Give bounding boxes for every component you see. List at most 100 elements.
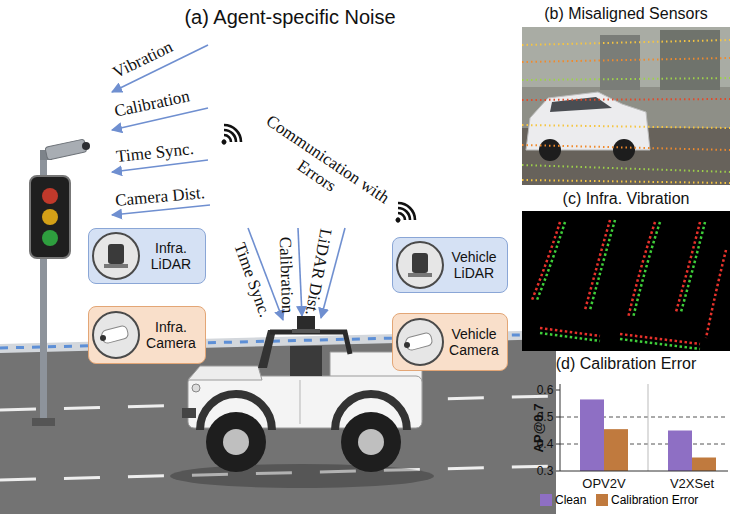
lidar-mount xyxy=(292,329,320,333)
yellow-light xyxy=(42,209,58,225)
headlight xyxy=(192,384,200,392)
bumper xyxy=(182,408,196,418)
wheel xyxy=(206,412,266,472)
point-row xyxy=(522,145,730,150)
car-wheel xyxy=(539,139,561,161)
bar xyxy=(580,399,604,471)
point-row xyxy=(522,58,730,62)
category-label: OPV2V xyxy=(582,476,625,491)
building xyxy=(660,30,720,90)
wifi-dot xyxy=(394,216,401,223)
red-streak xyxy=(620,334,700,344)
vehicle-hood xyxy=(188,366,262,380)
x-axis xyxy=(560,471,728,472)
noise-label: Calibration xyxy=(275,236,298,313)
red-streak xyxy=(706,250,726,338)
vehicle-shadow xyxy=(170,464,434,488)
vehicle-lidar xyxy=(297,316,315,330)
noise-arrow xyxy=(298,228,302,316)
projected-points xyxy=(522,40,730,183)
bar xyxy=(604,429,628,471)
infra-camera xyxy=(45,139,87,160)
legend-swatch xyxy=(540,494,552,506)
tick-label: 0.4 xyxy=(537,437,554,451)
category-label: V2XSet xyxy=(670,476,714,491)
wifi-arc xyxy=(398,199,419,220)
red-streak xyxy=(585,220,610,310)
wifi-symbol xyxy=(388,199,419,230)
red-light xyxy=(42,188,58,204)
sensor-box: Vehicle Camera xyxy=(392,313,508,371)
panel-heading: (d) Calibration Error xyxy=(522,353,730,375)
point-cloud-image xyxy=(522,211,730,351)
wifi-arc xyxy=(224,134,232,142)
image-panel: (c) Infra. Vibration xyxy=(522,188,730,352)
sensor-label: Vehicle Camera xyxy=(445,326,503,358)
door-line xyxy=(300,380,301,424)
group-divider xyxy=(648,384,649,471)
wifi-symbol xyxy=(214,121,245,152)
y-axis xyxy=(560,384,561,471)
panel-heading: (c) Infra. Vibration xyxy=(522,188,730,210)
red-streak xyxy=(540,328,600,336)
windshield-frame xyxy=(258,330,276,368)
sensor-box: Infra. Camera xyxy=(88,306,206,364)
tick xyxy=(556,444,560,445)
tick-label: 0.5 xyxy=(537,410,554,424)
sensor-label: Vehicle LiDAR xyxy=(445,249,503,281)
green-streak xyxy=(633,222,660,318)
vehicle-seat xyxy=(290,346,322,376)
noise-label: Calibration xyxy=(113,86,192,121)
wifi-arc xyxy=(224,121,245,142)
wheel-hub xyxy=(223,429,249,455)
red-streak xyxy=(676,222,700,312)
point-row xyxy=(522,78,730,80)
communication-label: Communication with Errors xyxy=(249,109,396,226)
red-streak xyxy=(628,222,655,318)
panel-heading: (b) Misaligned Sensors xyxy=(522,3,730,25)
wheel-hub xyxy=(358,429,384,455)
pole-base xyxy=(32,418,55,426)
building xyxy=(600,35,640,90)
sensor-box: Vehicle LiDAR xyxy=(392,237,508,293)
legend-item: Clean xyxy=(540,493,586,507)
tick xyxy=(556,390,560,391)
sensor-label: Infra. LiDAR xyxy=(141,240,201,272)
green-streak xyxy=(540,333,600,341)
legend-text: Clean xyxy=(555,493,586,507)
camera-lens xyxy=(82,142,90,150)
roll-bar xyxy=(270,332,350,354)
green-streak xyxy=(681,222,705,312)
sensor-box: Infra. LiDAR xyxy=(88,228,206,284)
image-panel: (b) Misaligned Sensors xyxy=(522,3,730,186)
green-streak xyxy=(590,220,615,310)
panel-heading: (a) Agent-specific Noise xyxy=(184,6,395,29)
tick xyxy=(556,417,560,418)
wifi-dot xyxy=(220,138,227,145)
wheel xyxy=(341,412,401,472)
car-wheel xyxy=(613,139,635,161)
noise-label: LiDAR Dist. xyxy=(301,227,336,317)
tick-label: 0.3 xyxy=(537,464,554,478)
green-streak xyxy=(620,339,700,349)
point-row xyxy=(522,125,730,128)
point-row xyxy=(522,40,730,45)
tick-label: 0.6 xyxy=(537,383,554,397)
green-streak xyxy=(537,222,565,300)
point-row xyxy=(522,165,730,172)
sensor-label: Infra. Camera xyxy=(141,319,201,351)
legend-swatch xyxy=(596,494,608,506)
red-streak xyxy=(532,222,560,300)
point-row xyxy=(522,180,730,183)
tick xyxy=(556,471,560,472)
point-streaks xyxy=(532,220,726,349)
point-row xyxy=(522,99,730,100)
camera-image xyxy=(522,27,730,185)
legend-item: Calibration Error xyxy=(596,493,698,507)
green-light xyxy=(42,230,58,246)
traffic-light xyxy=(30,176,70,258)
bar xyxy=(692,458,716,472)
bar xyxy=(668,431,692,472)
legend-text: Calibration Error xyxy=(611,493,698,507)
